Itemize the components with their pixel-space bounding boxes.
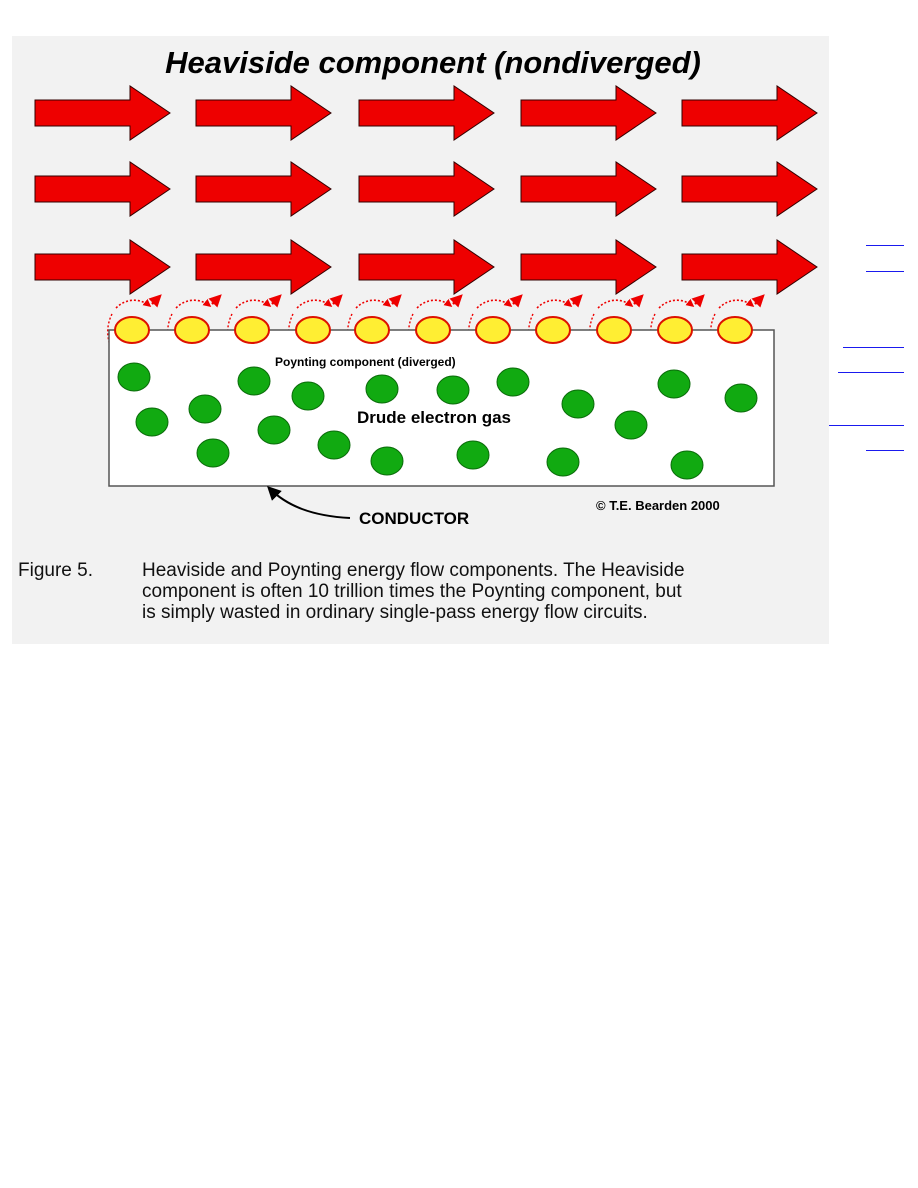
gas-electron — [496, 367, 530, 397]
diverged-curl-arrow — [148, 294, 162, 308]
side-link[interactable] — [838, 372, 904, 373]
heaviside-arrow — [34, 161, 171, 217]
surface-electron — [475, 316, 511, 344]
figure-panel: Heaviside component (nondiverged) Poynti… — [12, 36, 829, 644]
heaviside-arrow — [358, 161, 495, 217]
diverged-curl-arrow — [449, 294, 463, 308]
gas-electron — [237, 366, 271, 396]
diverged-curl-arrow — [208, 294, 222, 308]
diverged-curl-arrow — [175, 298, 212, 309]
heaviside-arrow — [358, 239, 495, 295]
surface-electron — [174, 316, 210, 344]
diverged-curl-arrow — [691, 294, 705, 308]
caption-lead: Figure 5. — [18, 560, 93, 581]
surface-electron — [415, 316, 451, 344]
diverged-curl-arrow — [329, 294, 343, 308]
diverged-curl-arrow — [235, 298, 272, 309]
conductor-label: CONDUCTOR — [359, 509, 469, 528]
gas-electron — [188, 394, 222, 424]
surface-electron — [535, 316, 571, 344]
diverged-curl-arrow — [569, 294, 583, 308]
gas-electron — [561, 389, 595, 419]
diagram: Heaviside component (nondiverged) Poynti… — [34, 45, 818, 528]
diverged-curl-arrow — [296, 298, 333, 309]
gas-electron — [614, 410, 648, 440]
gas-electron — [370, 446, 404, 476]
conductor-pointer-arrow — [267, 486, 351, 519]
gas-electron — [546, 447, 580, 477]
surface-electron — [114, 316, 150, 344]
gas-electron — [196, 438, 230, 468]
side-link[interactable] — [866, 271, 904, 272]
diverged-curl-arrow — [509, 294, 523, 308]
heaviside-arrow — [520, 239, 657, 295]
surface-electron — [717, 316, 753, 344]
diverged-curl-arrow — [416, 298, 453, 309]
diverged-curl-arrow — [388, 294, 402, 308]
diverged-curl-arrow — [597, 298, 634, 309]
gas-electron — [456, 440, 490, 470]
side-link[interactable] — [829, 425, 904, 426]
heaviside-arrow — [195, 161, 332, 217]
heaviside-arrow — [681, 239, 818, 295]
gas-electron — [135, 407, 169, 437]
heaviside-arrow — [195, 85, 332, 141]
figure-caption: Figure 5. Heaviside and Poynting energy … — [18, 560, 828, 623]
surface-electron — [234, 316, 270, 344]
heaviside-arrow — [34, 239, 171, 295]
electron-gas — [117, 362, 758, 480]
diverged-curl-arrow — [751, 294, 765, 308]
caption-line: Heaviside and Poynting energy flow compo… — [142, 560, 685, 581]
gas-electron — [257, 415, 291, 445]
heaviside-arrow — [520, 161, 657, 217]
gas-electron — [117, 362, 151, 392]
drude-label: Drude electron gas — [357, 408, 511, 427]
side-link[interactable] — [866, 245, 904, 246]
surface-electron — [657, 316, 693, 344]
surface-electron — [295, 316, 331, 344]
gas-electron — [670, 450, 704, 480]
gas-electron — [657, 369, 691, 399]
diverged-curl-arrow — [718, 298, 755, 309]
diverged-curl-arrow — [268, 294, 282, 308]
heaviside-arrow — [358, 85, 495, 141]
heaviside-arrow — [520, 85, 657, 141]
gas-electron — [317, 430, 351, 460]
gas-electron — [365, 374, 399, 404]
surface-electron — [596, 316, 632, 344]
heaviside-arrow — [681, 161, 818, 217]
surface-electron — [354, 316, 390, 344]
diverged-curl-arrow — [355, 298, 392, 309]
copyright-label: © T.E. Bearden 2000 — [596, 498, 720, 513]
diverged-curl-arrow — [658, 298, 695, 309]
side-link[interactable] — [843, 347, 904, 348]
heaviside-arrow-grid — [34, 85, 818, 295]
gas-electron — [436, 375, 470, 405]
caption-line: component is often 10 trillion times the… — [142, 581, 682, 602]
gas-electron — [724, 383, 758, 413]
diverged-curl-arrow — [536, 298, 573, 309]
surface-electron-row — [114, 316, 753, 344]
heaviside-arrow — [195, 239, 332, 295]
heaviside-arrow — [681, 85, 818, 141]
diverged-curl-arrow — [115, 298, 152, 309]
caption-line: is simply wasted in ordinary single-pass… — [142, 602, 648, 623]
poynting-label: Poynting component (diverged) — [275, 355, 456, 369]
side-link[interactable] — [866, 450, 904, 451]
figure-title: Heaviside component (nondiverged) — [165, 45, 701, 80]
diverged-curl-arrow — [476, 298, 513, 309]
gas-electron — [291, 381, 325, 411]
diverged-curl-arrow — [630, 294, 644, 308]
heaviside-arrow — [34, 85, 171, 141]
